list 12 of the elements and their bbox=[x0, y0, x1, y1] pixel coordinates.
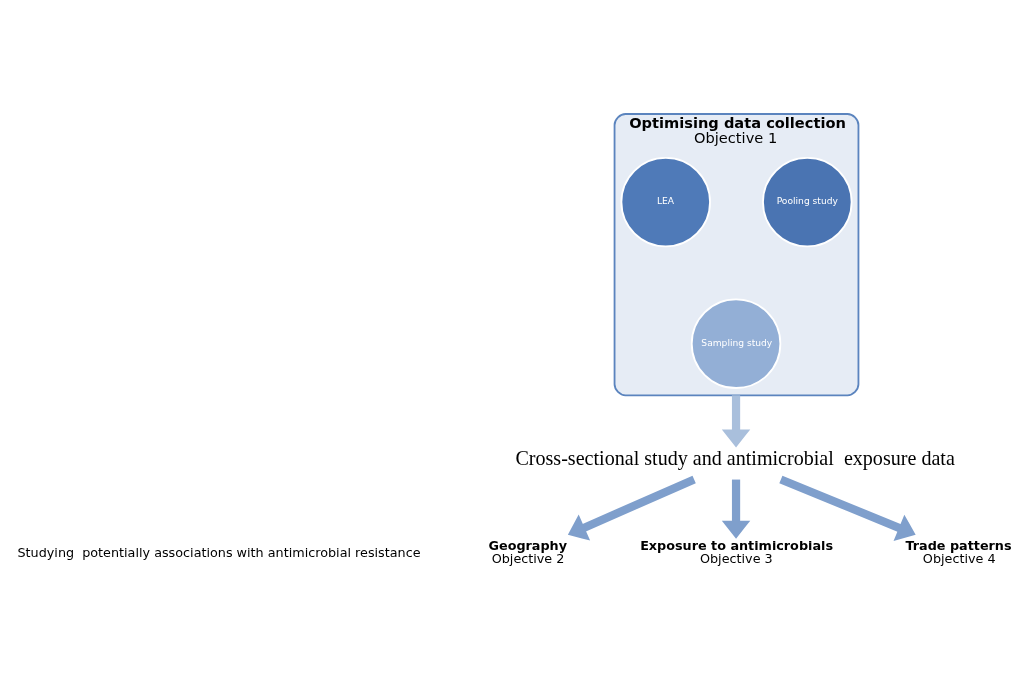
arrow bbox=[779, 475, 916, 541]
node-text: Trade patterns Objective 4 bbox=[905, 537, 1012, 566]
arrow bbox=[567, 475, 696, 541]
node-circle: LEA bbox=[620, 156, 711, 248]
node-text: Cross-sectional study and antimicrobial exposure data bbox=[515, 447, 955, 470]
node-circle: Sampling study bbox=[690, 298, 782, 389]
node-circle: Pooling study bbox=[762, 156, 853, 248]
arrow bbox=[721, 395, 751, 448]
label: Studying potentially associations with antimicrobial resistance bbox=[17, 544, 421, 560]
node-text: Geography Objective 2 bbox=[488, 537, 568, 566]
arrow bbox=[721, 479, 751, 539]
node-text: Exposure to antimicrobials Objective 3 bbox=[640, 537, 833, 566]
